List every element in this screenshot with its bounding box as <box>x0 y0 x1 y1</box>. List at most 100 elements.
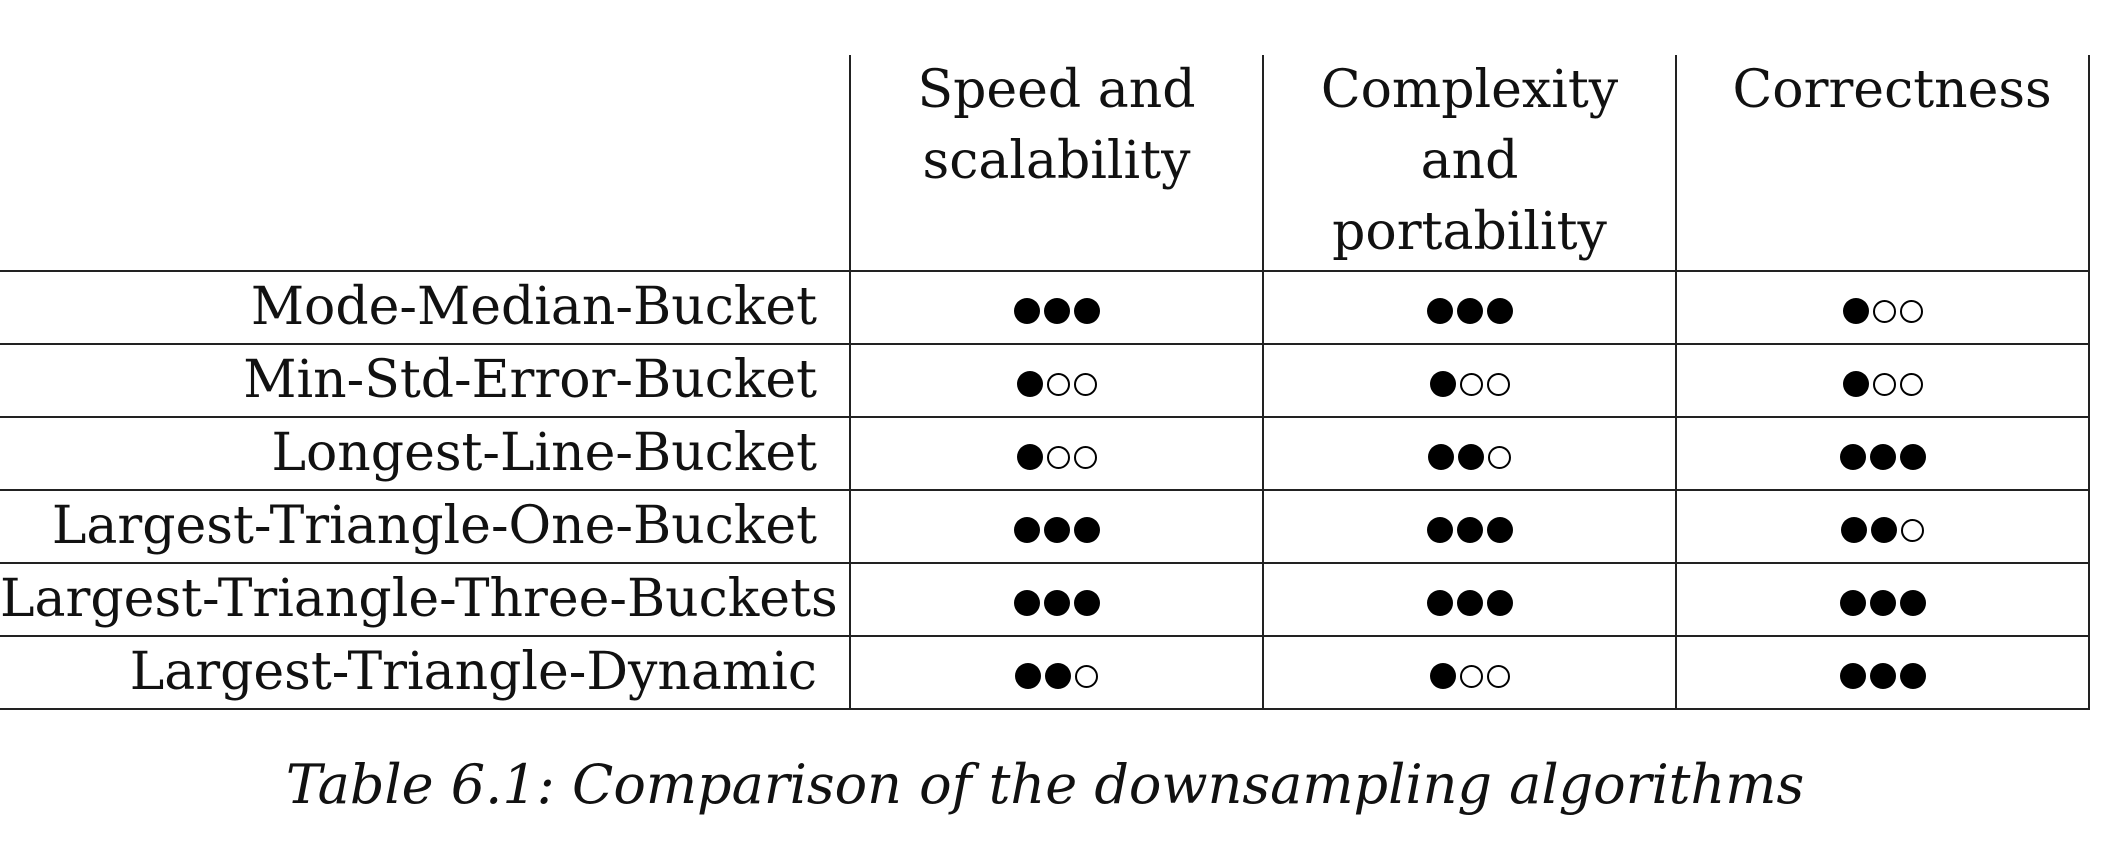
filled-circle-icon <box>1429 371 1456 397</box>
empty-circle-icon <box>1486 664 1510 688</box>
rating-cell <box>849 635 1264 710</box>
rating-dots <box>1426 298 1513 324</box>
rating-dots <box>1841 517 1924 543</box>
filled-circle-icon <box>1456 590 1483 616</box>
column-header-correctness: Correctness <box>1675 55 2090 271</box>
rating-dots <box>1013 590 1100 616</box>
algorithm-name: Largest-Triangle-Dynamic <box>0 635 850 710</box>
comparison-table-container: Speed and scalability Complexity and por… <box>0 55 2090 710</box>
table-row: Longest-Line-Bucket <box>0 416 2090 491</box>
rating-cell <box>849 489 1264 564</box>
empty-circle-icon <box>1046 372 1070 396</box>
rating-cell <box>1262 416 1677 491</box>
filled-circle-icon <box>1869 590 1896 616</box>
header-row: Speed and scalability Complexity and por… <box>0 55 2090 271</box>
rating-cell <box>849 270 1264 345</box>
table-row: Largest-Triangle-Dynamic <box>0 635 2090 710</box>
empty-circle-icon <box>1073 445 1097 469</box>
filled-circle-icon <box>1043 298 1070 324</box>
rating-dots <box>1842 371 1923 397</box>
empty-circle-icon <box>1073 372 1097 396</box>
filled-circle-icon <box>1869 663 1896 689</box>
empty-circle-icon <box>1459 372 1483 396</box>
filled-circle-icon <box>1486 298 1513 324</box>
filled-circle-icon <box>1426 298 1453 324</box>
rating-cell <box>849 416 1264 491</box>
column-header-label: Complexity and portability <box>1320 60 1619 262</box>
filled-circle-icon <box>1841 517 1867 543</box>
filled-circle-icon <box>1016 371 1043 397</box>
filled-circle-icon <box>1073 517 1100 543</box>
filled-circle-icon <box>1013 590 1040 616</box>
filled-circle-icon <box>1839 590 1866 616</box>
empty-circle-icon <box>1872 372 1896 396</box>
filled-circle-icon <box>1456 298 1483 324</box>
filled-circle-icon <box>1842 298 1869 324</box>
algorithm-name: Largest-Triangle-Three-Buckets <box>0 562 850 637</box>
rating-dots <box>1013 298 1100 324</box>
table-caption: Table 6.1: Comparison of the downsamplin… <box>285 753 1805 816</box>
rating-cell <box>1675 343 2090 418</box>
filled-circle-icon <box>1426 590 1453 616</box>
algorithm-name: Min-Std-Error-Bucket <box>0 343 850 418</box>
table-row: Largest-Triangle-Three-Buckets <box>0 562 2090 637</box>
rating-cell <box>1262 343 1677 418</box>
filled-circle-icon <box>1899 444 1926 470</box>
filled-circle-icon <box>1043 590 1070 616</box>
filled-circle-icon <box>1899 590 1926 616</box>
column-header-label: Speed and scalability <box>917 60 1196 191</box>
table-header: Speed and scalability Complexity and por… <box>0 55 2090 271</box>
empty-circle-icon <box>1899 299 1923 323</box>
rating-dots <box>1015 663 1098 689</box>
column-header-complexity: Complexity and portability <box>1262 55 1677 271</box>
rating-cell <box>1675 489 2090 564</box>
filled-circle-icon <box>1869 444 1896 470</box>
rating-dots <box>1426 590 1513 616</box>
empty-circle-icon <box>1046 445 1070 469</box>
empty-circle-icon <box>1901 518 1924 542</box>
table-row: Min-Std-Error-Bucket <box>0 343 2090 418</box>
empty-circle-icon <box>1075 664 1098 688</box>
rating-dots <box>1839 663 1926 689</box>
rating-cell <box>1675 416 2090 491</box>
filled-circle-icon <box>1842 371 1869 397</box>
rating-dots <box>1839 444 1926 470</box>
filled-circle-icon <box>1045 663 1071 689</box>
algorithm-name: Mode-Median-Bucket <box>0 270 850 345</box>
filled-circle-icon <box>1458 444 1484 470</box>
rating-dots <box>1426 517 1513 543</box>
empty-circle-icon <box>1486 372 1510 396</box>
table-row: Largest-Triangle-One-Bucket <box>0 489 2090 564</box>
filled-circle-icon <box>1015 663 1041 689</box>
table-row: Mode-Median-Bucket <box>0 270 2090 345</box>
empty-circle-icon <box>1872 299 1896 323</box>
rating-cell <box>849 562 1264 637</box>
empty-circle-icon <box>1459 664 1483 688</box>
rating-cell <box>1262 270 1677 345</box>
filled-circle-icon <box>1456 517 1483 543</box>
filled-circle-icon <box>1839 663 1866 689</box>
filled-circle-icon <box>1043 517 1070 543</box>
rating-dots <box>1842 298 1923 324</box>
filled-circle-icon <box>1426 517 1453 543</box>
algorithm-name: Longest-Line-Bucket <box>0 416 850 491</box>
filled-circle-icon <box>1899 663 1926 689</box>
rating-cell <box>1262 489 1677 564</box>
filled-circle-icon <box>1428 444 1454 470</box>
rating-dots <box>1016 371 1097 397</box>
column-header-label: Correctness <box>1732 60 2052 120</box>
rating-dots <box>1429 371 1510 397</box>
rating-cell <box>1675 270 2090 345</box>
rating-cell <box>849 343 1264 418</box>
filled-circle-icon <box>1073 590 1100 616</box>
empty-circle-icon <box>1488 445 1511 469</box>
filled-circle-icon <box>1013 298 1040 324</box>
rating-dots <box>1428 444 1511 470</box>
rating-cell <box>1675 635 2090 710</box>
rating-cell <box>1262 562 1677 637</box>
filled-circle-icon <box>1871 517 1897 543</box>
filled-circle-icon <box>1486 590 1513 616</box>
rating-cell <box>1675 562 2090 637</box>
rating-dots <box>1839 590 1926 616</box>
filled-circle-icon <box>1073 298 1100 324</box>
